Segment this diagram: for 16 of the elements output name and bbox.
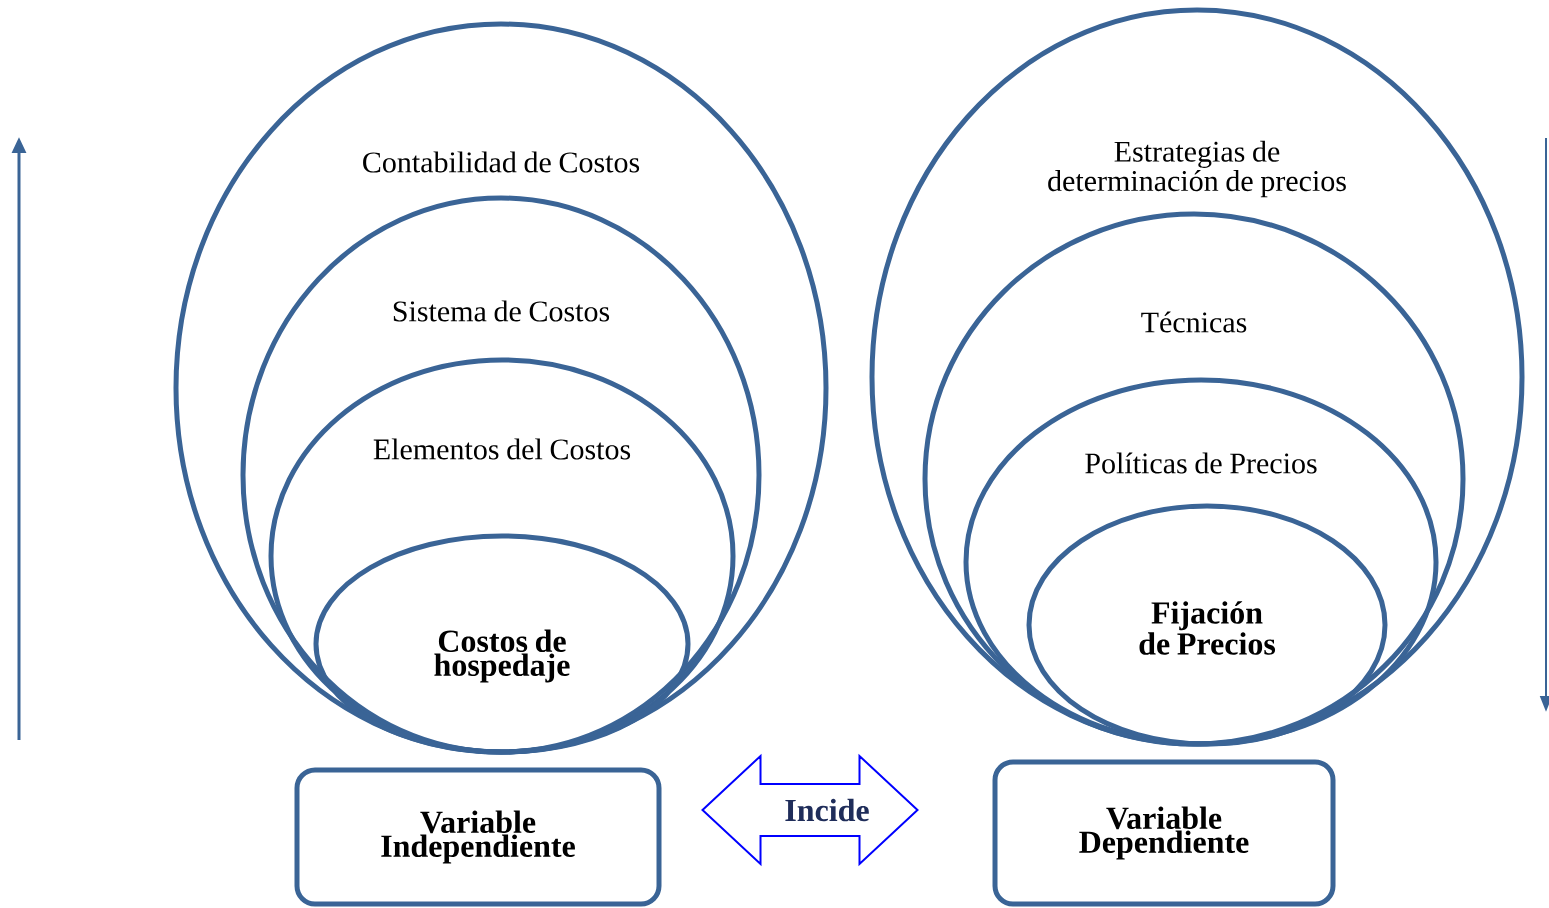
- ellipse: [1026, 503, 1388, 747]
- ellipse: [922, 211, 1466, 747]
- variable-box: Variable Independiente: [294, 767, 662, 907]
- ellipse-label: Costos de hospedaje: [434, 629, 570, 683]
- ellipse-label: Contabilidad de Costos: [363, 151, 640, 173]
- ellipse-label: Políticas de Precios: [1085, 452, 1317, 474]
- ellipse-label: Fijación de Precios: [1139, 601, 1276, 655]
- ellipse-label: Elementos del Costos: [373, 438, 631, 460]
- variable-box: Variable Dependiente: [992, 759, 1336, 907]
- ellipse: [313, 533, 691, 755]
- double-arrow: [701, 753, 919, 867]
- ellipse-label: Técnicas: [1141, 311, 1247, 333]
- ellipse: [963, 377, 1439, 747]
- ellipse-label: Sistema de Costos: [393, 300, 610, 322]
- ellipse-label: Estrategias de determinación de precios: [1048, 140, 1346, 198]
- edge-label: Incide: [785, 798, 869, 822]
